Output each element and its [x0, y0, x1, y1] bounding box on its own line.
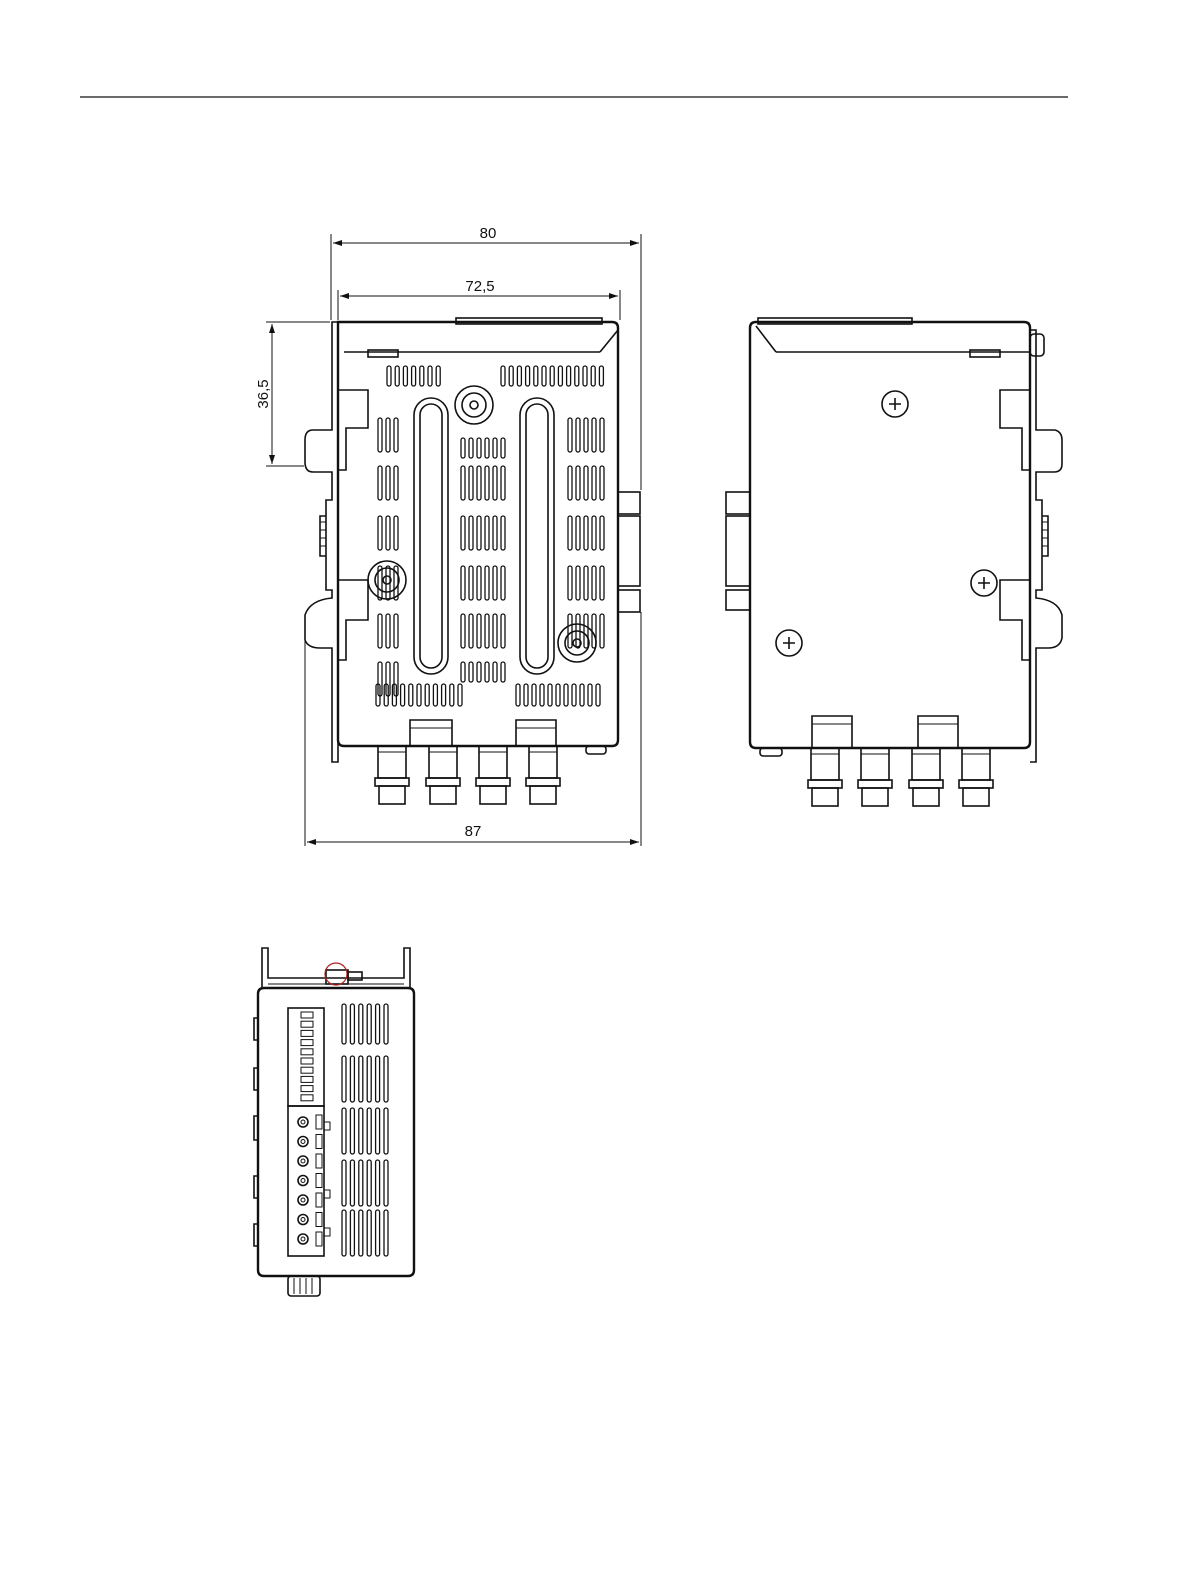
rear-bnc-connectors: [808, 748, 993, 806]
bnc-ring: [426, 778, 460, 786]
bnc-connector: [526, 746, 560, 804]
bnc-connectors: [375, 746, 560, 804]
bnc-ring: [909, 780, 943, 788]
bnc-tip: [379, 786, 405, 804]
bnc-ring: [959, 780, 993, 788]
din-clip-plate: [305, 322, 338, 762]
bnc-body: [479, 746, 507, 778]
side-connector-lower: [618, 590, 640, 612]
dimension-72-5: 72,5: [338, 278, 620, 320]
top-housing: [258, 988, 414, 1276]
bnc-connector: [375, 746, 409, 804]
bnc-tip: [913, 788, 939, 806]
bnc-body: [811, 748, 839, 780]
bnc-tip: [430, 786, 456, 804]
bnc-tip: [480, 786, 506, 804]
bnc-ring: [858, 780, 892, 788]
dim-80-label: 80: [480, 225, 497, 242]
rear-housing: [750, 322, 1030, 748]
bnc-connector: [476, 746, 510, 804]
bnc-body: [378, 746, 406, 778]
bnc-ring: [808, 780, 842, 788]
bnc-body: [861, 748, 889, 780]
adjust-knob: [288, 1276, 320, 1296]
marker-circle: [325, 963, 347, 985]
spring-element: [320, 516, 326, 556]
bnc-ring: [526, 778, 560, 786]
dim-36-5-label: 36,5: [255, 379, 272, 408]
bnc-connector: [959, 748, 993, 806]
bnc-body: [962, 748, 990, 780]
side-connector-upper: [618, 492, 640, 514]
dimension-36-5: 36,5: [255, 322, 330, 466]
bnc-tip: [963, 788, 989, 806]
bnc-connector: [808, 748, 842, 806]
bnc-tip: [812, 788, 838, 806]
bnc-connector: [426, 746, 460, 804]
bnc-connector: [909, 748, 943, 806]
bnc-ring: [476, 778, 510, 786]
bnc-ring: [375, 778, 409, 786]
top-view: [254, 948, 414, 1296]
rear-view: [726, 318, 1062, 806]
front-view: 80 72,5 36,5 87: [255, 225, 641, 846]
dim-72-5-label: 72,5: [465, 278, 494, 295]
bnc-body: [429, 746, 457, 778]
dim-87-label: 87: [465, 823, 482, 840]
bnc-tip: [530, 786, 556, 804]
bnc-tip: [862, 788, 888, 806]
top-clip: [262, 948, 410, 988]
bnc-body: [912, 748, 940, 780]
bnc-body: [529, 746, 557, 778]
bnc-connector: [858, 748, 892, 806]
